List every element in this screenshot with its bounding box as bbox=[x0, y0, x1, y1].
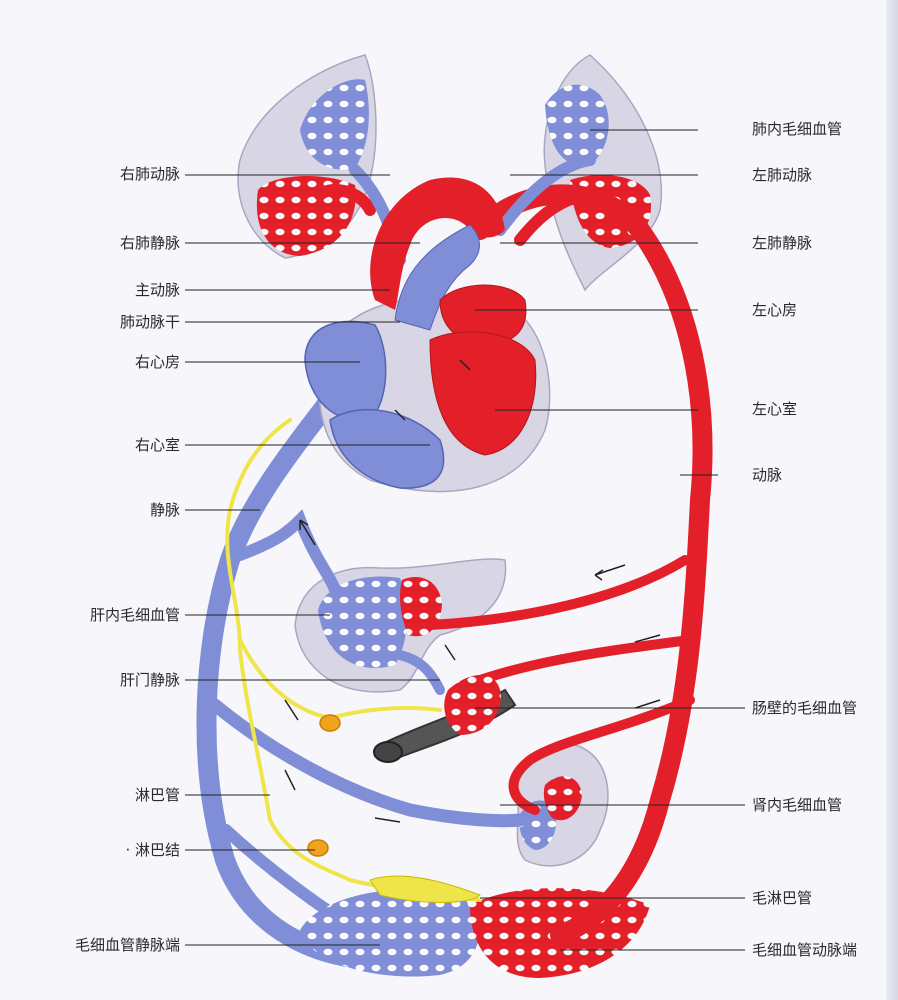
label-hepatic-portal-vein: 肝门静脉 bbox=[119, 671, 180, 689]
lymph-capillaries bbox=[369, 875, 481, 903]
arteries bbox=[314, 184, 713, 945]
label-lung-capillaries: 肺内毛细血管 bbox=[752, 120, 843, 138]
intestine-arterial-capillaries bbox=[444, 675, 501, 735]
intestine-lumen bbox=[373, 741, 403, 763]
left-pulmonary-artery bbox=[494, 154, 596, 236]
right-ventricle-shape bbox=[329, 408, 445, 489]
label-left-ventricle: 左心室 bbox=[752, 400, 798, 418]
aortic-arch bbox=[370, 177, 505, 310]
label-intestinal-capillaries: 肠壁的毛细血管 bbox=[752, 699, 858, 717]
left-ventricle-shape bbox=[429, 331, 537, 456]
label-right-atrium: 右心房 bbox=[134, 353, 180, 371]
pulmonary-trunk-shape bbox=[394, 224, 480, 331]
left-atrium-shape bbox=[439, 284, 527, 346]
kidney-arterial-capillaries bbox=[543, 776, 582, 821]
label-lymph-capillaries: 毛淋巴管 bbox=[752, 889, 813, 907]
lymph-vessels bbox=[225, 418, 482, 902]
label-right-ventricle: 右心室 bbox=[134, 436, 180, 454]
page-edge-shadow bbox=[886, 0, 898, 1000]
lymph-nodes bbox=[307, 714, 341, 857]
label-lymph-vessel: 淋巴管 bbox=[134, 786, 180, 804]
label-lymph-node: · 淋巴结 bbox=[125, 841, 180, 859]
label-right-pulmonary-vein: 右肺静脉 bbox=[119, 234, 180, 252]
bottom-venous-capillaries bbox=[300, 889, 479, 977]
label-capillary-venous-end: 毛细血管静脉端 bbox=[74, 936, 180, 954]
label-pulmonary-trunk: 肺动脉干 bbox=[119, 313, 180, 331]
right-lung-venous-capillaries bbox=[300, 79, 369, 170]
label-left-atrium: 左心房 bbox=[752, 301, 798, 319]
leader-lines bbox=[185, 129, 745, 951]
left-pulmonary-vein bbox=[514, 189, 591, 246]
label-liver-capillaries: 肝内毛细血管 bbox=[89, 606, 180, 624]
flow-arrows bbox=[284, 359, 661, 823]
label-kidney-capillaries: 肾内毛细血管 bbox=[752, 796, 843, 814]
label-vein: 静脉 bbox=[149, 501, 180, 519]
label-artery: 动脉 bbox=[752, 466, 783, 484]
label-right-pulmonary-artery: 右肺动脉 bbox=[119, 165, 180, 183]
right-atrium-shape bbox=[304, 320, 387, 422]
label-left-pulmonary-artery: 左肺动脉 bbox=[752, 166, 813, 184]
liver-venous-capillaries bbox=[318, 576, 407, 668]
label-left-pulmonary-vein: 左肺静脉 bbox=[752, 234, 813, 252]
kidney-venous-capillaries bbox=[519, 800, 557, 850]
left-lung-venous-capillaries bbox=[545, 84, 609, 166]
label-aorta: 主动脉 bbox=[134, 281, 180, 299]
label-capillary-arterial-end: 毛细血管动脉端 bbox=[752, 941, 858, 959]
